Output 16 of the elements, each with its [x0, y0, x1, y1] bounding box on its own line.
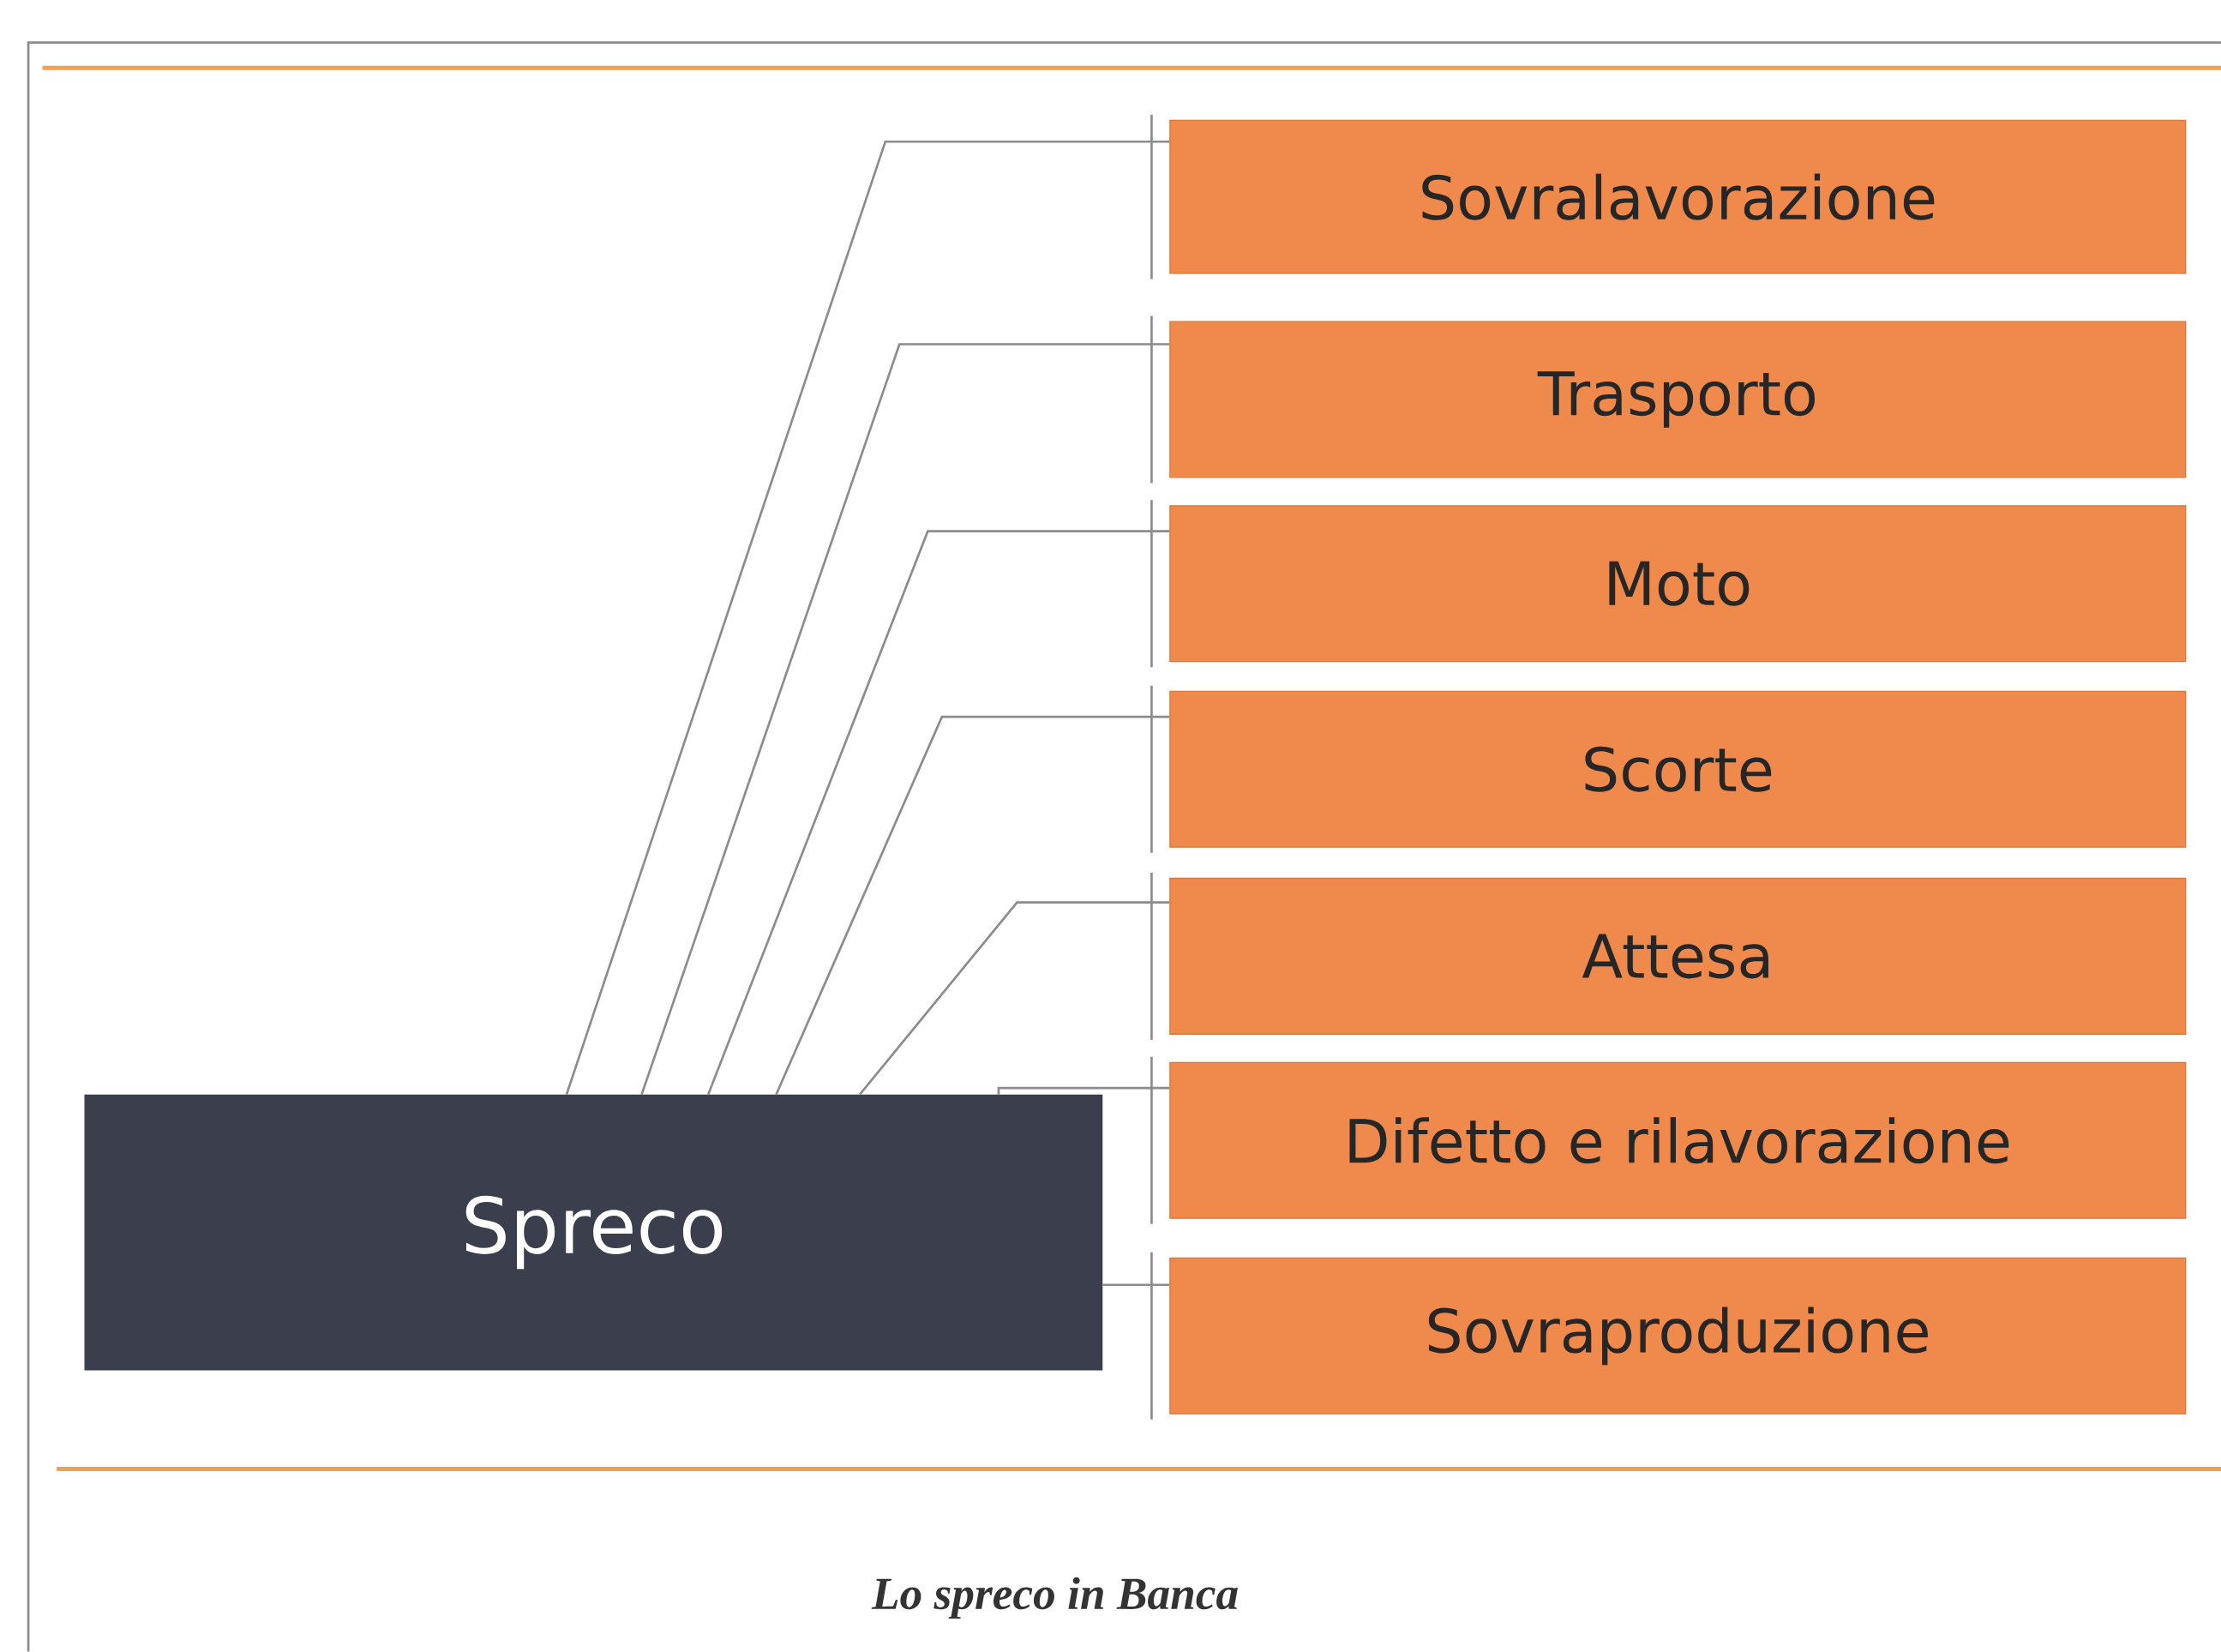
- category-box: Trasporto: [1169, 321, 2187, 478]
- category-box: Difetto e rilavorazione: [1169, 1061, 2187, 1219]
- category-box: Attesa: [1169, 877, 2187, 1036]
- category-box: Sovraproduzione: [1169, 1257, 2187, 1415]
- connector-line: [997, 1086, 1170, 1095]
- caption: Lo spreco in Banca: [871, 1577, 1238, 1619]
- category-box: Moto: [1169, 505, 2187, 663]
- connector-line: [775, 715, 1170, 1096]
- connector-line: [1102, 1283, 1170, 1287]
- category-box: Sovralavorazione: [1169, 119, 2187, 274]
- connector-line: [859, 901, 1170, 1096]
- category-box: Scorte: [1169, 690, 2187, 848]
- waste-box: Spreco: [84, 1094, 1103, 1371]
- connector-line: [565, 141, 1170, 1096]
- connector-line: [706, 530, 1170, 1096]
- connector-line: [640, 343, 1170, 1096]
